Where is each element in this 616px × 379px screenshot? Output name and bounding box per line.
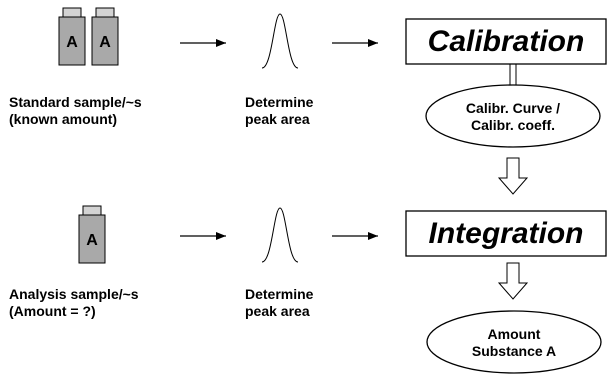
calibration-box: Calibration: [405, 18, 607, 65]
standard-sample-label-line2: (known amount): [9, 111, 117, 127]
hollow-down-arrow-1-icon: [497, 157, 529, 195]
calibration-curve-ellipse: Calibr. Curve / Calibr. coeff.: [425, 84, 601, 148]
hollow-down-arrow-2-icon: [497, 262, 529, 300]
amount-line1: Amount: [488, 326, 541, 342]
standard-vial-2-letter: A: [99, 34, 111, 51]
amount-ellipse: Amount Substance A: [426, 310, 602, 374]
analysis-determine-line2: peak area: [245, 303, 310, 319]
standard-vial-2-icon: A: [91, 7, 119, 66]
standard-determine-line1: Determine: [245, 94, 314, 110]
calibration-curve-line2: Calibr. coeff.: [471, 117, 555, 133]
analysis-vial-icon: A: [78, 205, 106, 264]
standard-vial-1-icon: A: [58, 7, 86, 66]
analysis-determine-line1: Determine: [245, 286, 314, 302]
integration-box-label: Integration: [429, 217, 584, 250]
standard-peak-icon: [261, 13, 299, 69]
amount-line2: Substance A: [472, 343, 556, 359]
analysis-sample-label-line2: (Amount = ?): [9, 303, 96, 319]
standard-determine-line2: peak area: [245, 111, 310, 127]
analysis-vial-letter: A: [86, 232, 98, 249]
calibration-curve-line1: Calibr. Curve /: [466, 100, 560, 116]
standard-vial-1-letter: A: [66, 34, 78, 51]
analysis-sample-label-line1: Analysis sample/~s: [9, 286, 139, 302]
calibration-box-label: Calibration: [428, 25, 585, 58]
standard-sample-label-line1: Standard sample/~s: [9, 94, 142, 110]
integration-box: Integration: [405, 210, 607, 257]
analysis-peak-icon: [261, 207, 299, 263]
